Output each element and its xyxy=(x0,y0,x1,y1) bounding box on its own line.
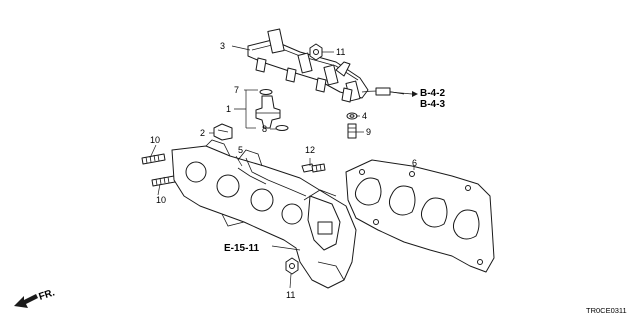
callout-9: 9 xyxy=(366,127,371,137)
leader-lines xyxy=(149,45,415,289)
injector-clip xyxy=(213,123,233,141)
ref-b-4-3: B-4-3 xyxy=(420,99,445,110)
seal-ring xyxy=(346,112,358,120)
front-direction-arrow-icon xyxy=(14,294,38,308)
callout-3: 3 xyxy=(220,41,225,51)
fuel-rail xyxy=(247,28,405,103)
callout-1: 1 xyxy=(226,104,231,114)
flange-bolt xyxy=(301,163,326,173)
stud-bolt-lower xyxy=(151,175,176,187)
ref-b-4-2: B-4-2 xyxy=(420,88,445,99)
direction-label: FR. xyxy=(38,287,57,303)
nut-top xyxy=(309,43,323,61)
stud-bolt-upper xyxy=(141,153,166,165)
fuel-injector xyxy=(255,89,289,131)
callout-12: 12 xyxy=(305,145,315,155)
callout-10-upper: 10 xyxy=(150,135,160,145)
callout-8: 8 xyxy=(262,124,267,134)
nut-bottom xyxy=(285,257,299,275)
callout-11-bottom: 11 xyxy=(286,290,295,300)
callout-11-top: 11 xyxy=(336,47,345,57)
callout-7: 7 xyxy=(234,85,239,95)
callout-2: 2 xyxy=(200,128,205,138)
diagram-code: TR0CE0311 xyxy=(586,306,627,315)
intake-manifold xyxy=(171,139,357,289)
ref-e-15-11: E-15-11 xyxy=(224,243,259,254)
manifold-gasket xyxy=(345,159,495,273)
callout-4: 4 xyxy=(362,111,367,121)
callout-10-lower: 10 xyxy=(156,195,166,205)
callout-5: 5 xyxy=(238,145,243,155)
callout-6: 6 xyxy=(412,158,417,168)
injector-cushion xyxy=(347,123,357,139)
